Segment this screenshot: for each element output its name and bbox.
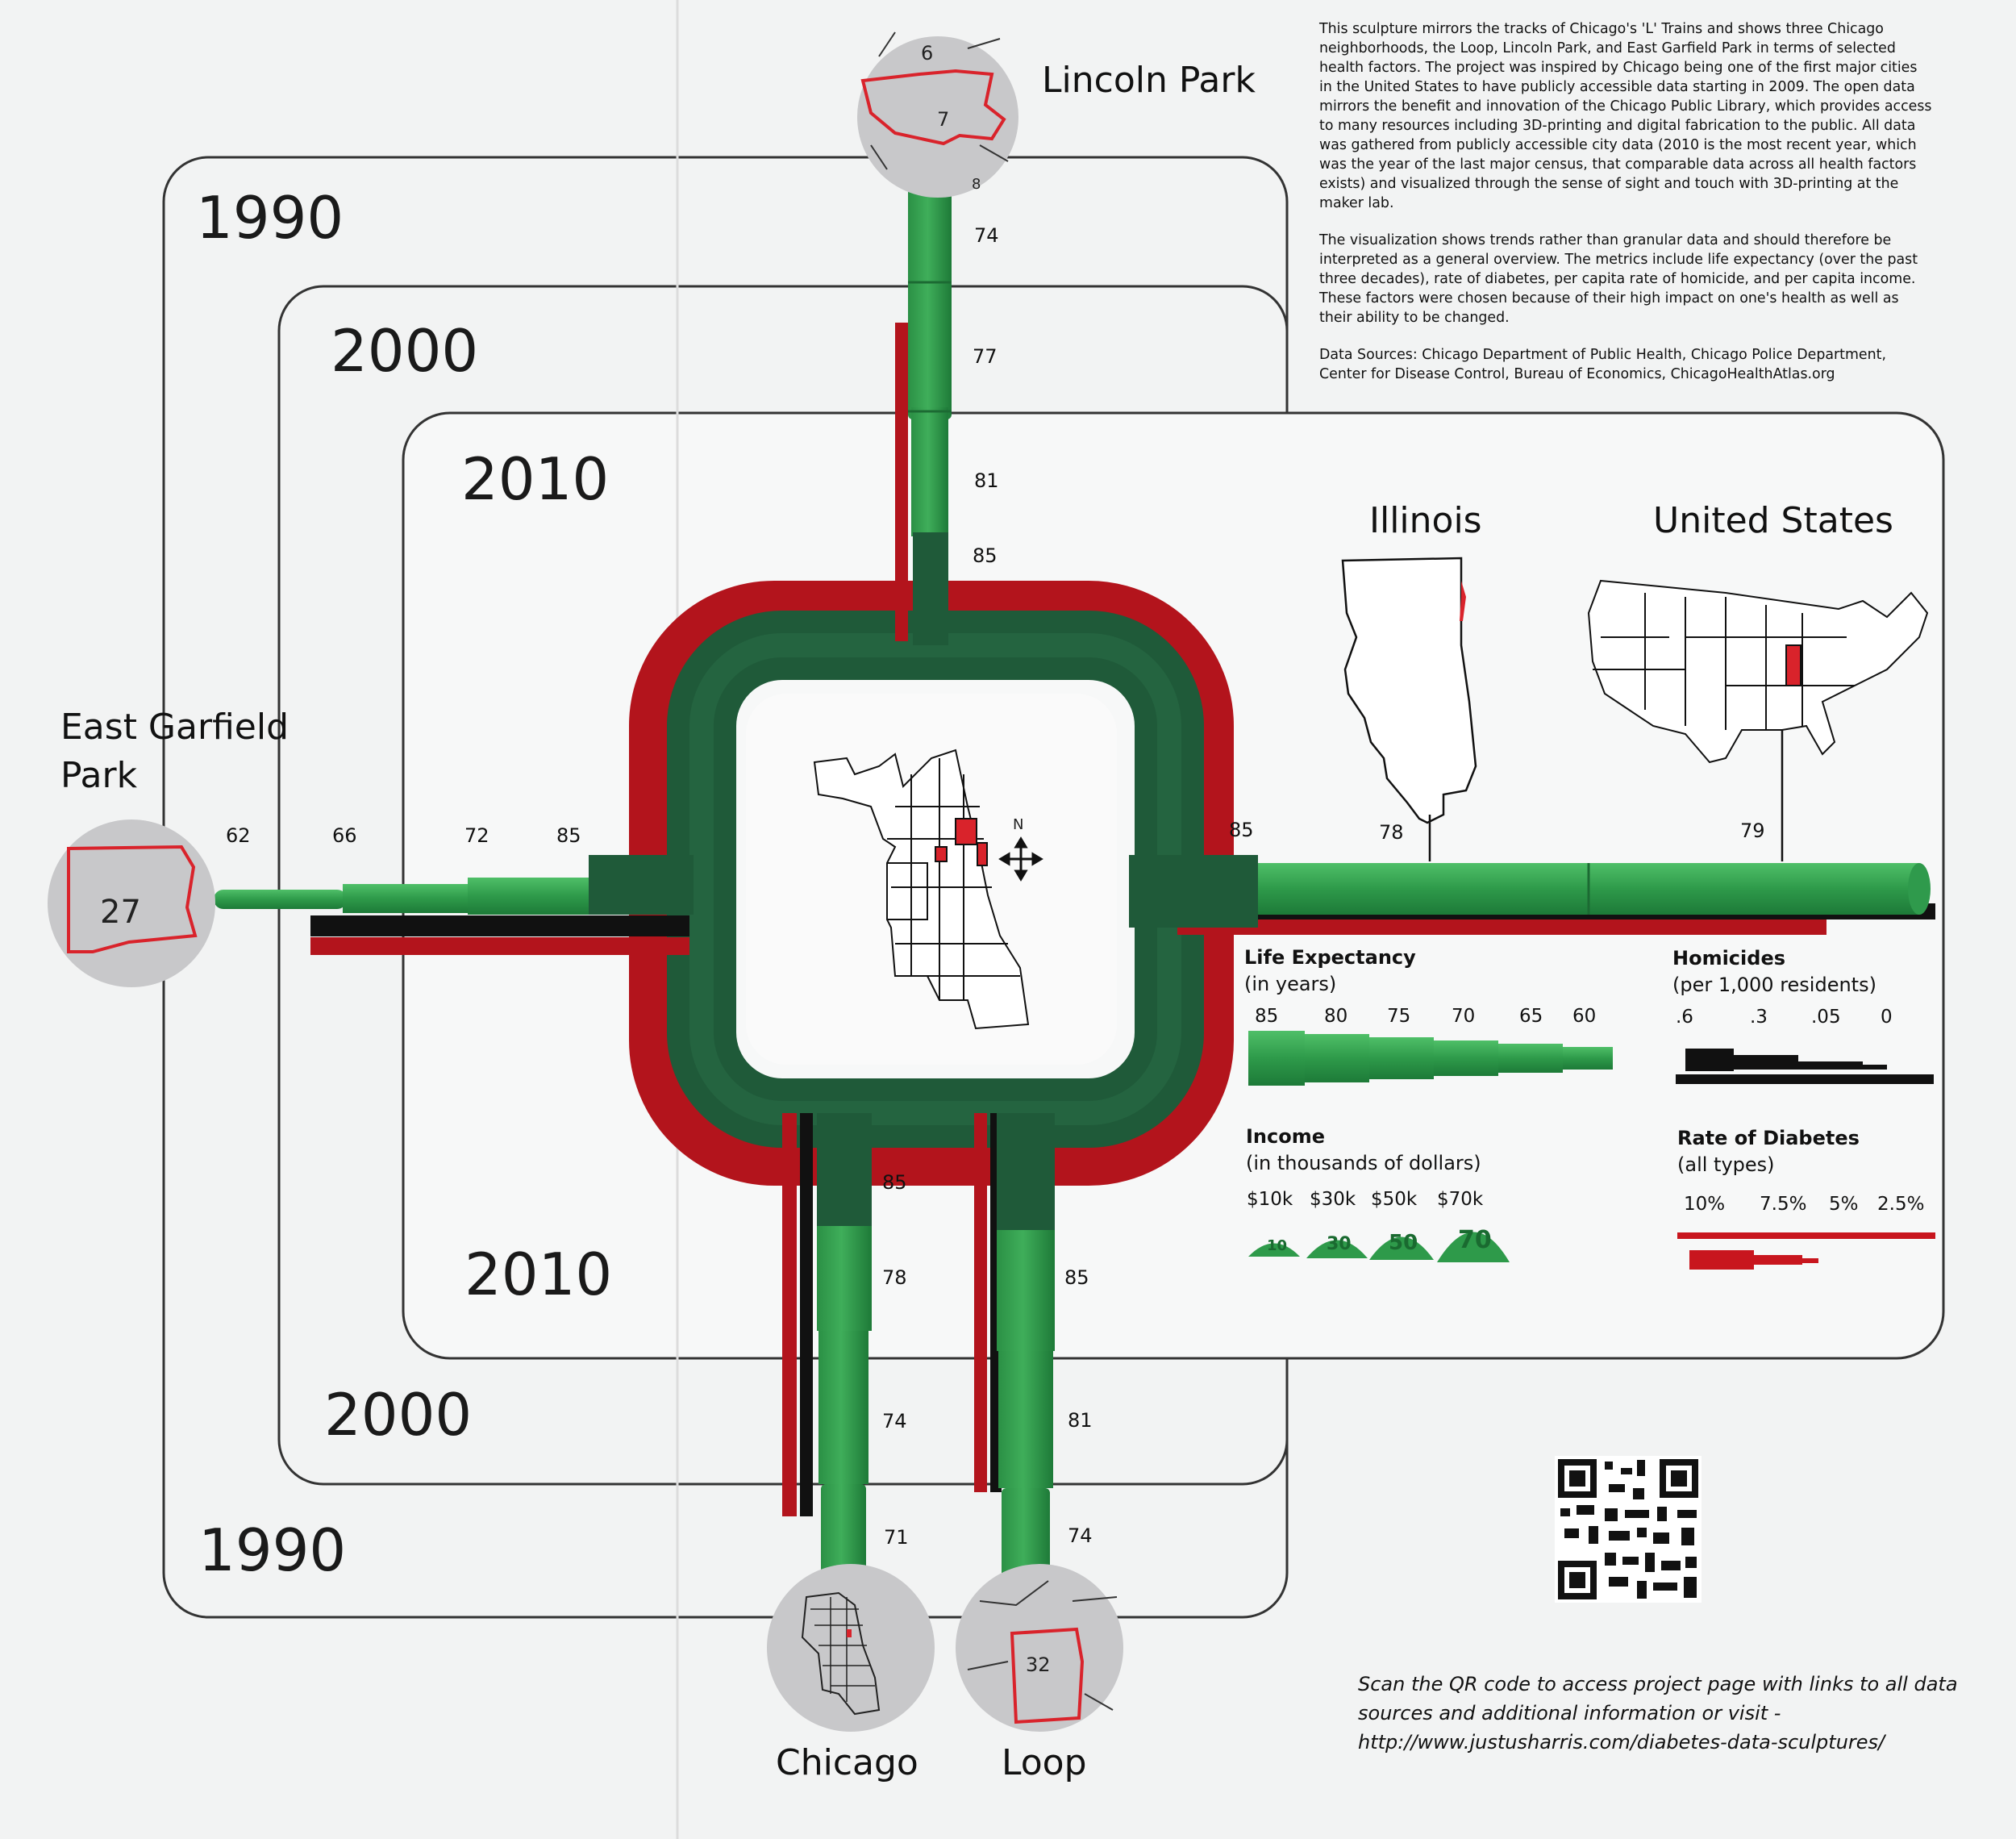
year-label-2010-bottom: 2010 xyxy=(464,1241,613,1308)
qr-code[interactable] xyxy=(1555,1456,1702,1603)
income-block-label: 70 xyxy=(1458,1226,1492,1254)
legend-diabetes-tick: 10% xyxy=(1684,1194,1726,1215)
tick-garfield-1990: 62 xyxy=(226,824,251,847)
project-url-link[interactable]: http://www.justusharris.com/diabetes-dat… xyxy=(1358,1731,1885,1754)
legend-life-expectancy-subtitle: (in years) xyxy=(1244,973,1337,995)
chicago-track xyxy=(782,1113,872,1605)
legend-homicides-tick: 0 xyxy=(1881,1007,1893,1028)
legend-life-tick: 85 xyxy=(1255,1006,1279,1027)
description-paragraph-2: The visualization shows trends rather th… xyxy=(1319,232,1918,326)
year-label-2010-top: 2010 xyxy=(461,445,610,513)
data-sources: Data Sources: Chicago Department of Publ… xyxy=(1319,347,1887,382)
legend-diabetes-tick: 5% xyxy=(1829,1194,1859,1215)
place-label-chicago: Chicago xyxy=(776,1742,918,1783)
year-label-1990-bottom: 1990 xyxy=(198,1516,347,1584)
tick-illinois: 78 xyxy=(1379,821,1404,844)
homicides-legend-bars xyxy=(1676,1049,1934,1084)
tick-garfield-center: 85 xyxy=(556,824,581,847)
legend-diabetes-subtitle: (all types) xyxy=(1677,1153,1775,1176)
description-paragraph-1: This sculpture mirrors the tracks of Chi… xyxy=(1319,21,1932,211)
east-garfield-map-number: 27 xyxy=(100,894,141,931)
income-legend-blocks xyxy=(1248,1232,1510,1262)
diabetes-legend-bars xyxy=(1677,1232,1935,1270)
legend-diabetes-tick: 2.5% xyxy=(1877,1194,1925,1215)
income-block-label: 50 xyxy=(1389,1231,1418,1255)
loop-medallion xyxy=(956,1564,1123,1732)
illinois-map xyxy=(1341,557,1477,861)
lincoln-park-medallion xyxy=(857,31,1018,198)
tick-lincoln-1990: 74 xyxy=(974,224,999,247)
legend-life-expectancy-title: Life Expectancy xyxy=(1244,946,1416,969)
place-label-united-states: United States xyxy=(1653,500,1893,541)
tick-united-states: 79 xyxy=(1740,819,1765,842)
lincoln-park-track xyxy=(895,161,952,645)
legend-diabetes-title: Rate of Diabetes xyxy=(1677,1127,1860,1149)
compass-rose xyxy=(998,836,1043,882)
place-label-loop: Loop xyxy=(1002,1742,1087,1783)
legend-life-tick: 65 xyxy=(1519,1006,1543,1027)
tick-lincoln-2010: 81 xyxy=(974,469,999,492)
east-garfield-track xyxy=(214,855,694,955)
united-states-map xyxy=(1587,579,1929,861)
legend-life-tick: 60 xyxy=(1572,1006,1597,1027)
tick-chicago-2000: 74 xyxy=(882,1410,907,1432)
legend-homicides-tick: .05 xyxy=(1811,1007,1841,1028)
legend-income-tick: $70k xyxy=(1437,1189,1484,1210)
compass-north-label: N xyxy=(1013,816,1024,833)
tick-lincoln-center: 85 xyxy=(973,544,998,567)
year-label-1990-top: 1990 xyxy=(196,184,344,252)
place-label-illinois: Illinois xyxy=(1369,500,1482,541)
legend-diabetes-tick: 7.5% xyxy=(1760,1194,1807,1215)
legend-income-tick: $10k xyxy=(1247,1189,1293,1210)
life-expectancy-legend-bars xyxy=(1248,1031,1613,1086)
chicago-medallion xyxy=(767,1564,935,1732)
tick-garfield-2010: 72 xyxy=(464,824,489,847)
east-track xyxy=(1129,855,1935,935)
place-label-east-garfield-1: East Garfield xyxy=(60,707,289,748)
legend-homicides-subtitle: (per 1,000 residents) xyxy=(1672,974,1876,996)
legend-homicides-title: Homicides xyxy=(1672,947,1786,970)
tick-loop-1990: 74 xyxy=(1068,1524,1093,1547)
loop-track xyxy=(974,1113,1055,1617)
legend-homicides-tick: .6 xyxy=(1676,1007,1693,1028)
chicago-community-map xyxy=(813,749,1030,1030)
place-label-lincoln-park: Lincoln Park xyxy=(1042,60,1256,101)
loop-map-number: 32 xyxy=(1026,1653,1051,1676)
income-block-label: 10 xyxy=(1267,1237,1288,1254)
east-garfield-medallion xyxy=(48,819,215,987)
tick-lincoln-2000: 77 xyxy=(973,345,998,368)
description-panel: This sculpture mirrors the tracks of Chi… xyxy=(1319,19,1932,402)
legend-life-tick: 75 xyxy=(1387,1006,1411,1027)
legend-life-tick: 70 xyxy=(1452,1006,1476,1027)
income-block-label: 30 xyxy=(1327,1234,1352,1254)
legend-life-tick: 80 xyxy=(1324,1006,1348,1027)
tick-chicago-center: 85 xyxy=(882,1171,907,1194)
qr-caption-line-1: Scan the QR code to access project page … xyxy=(1358,1673,1958,1695)
tick-east-center: 85 xyxy=(1229,819,1254,841)
legend-income-title: Income xyxy=(1246,1125,1326,1148)
lincoln-park-map-number-top: 6 xyxy=(921,42,934,65)
tick-chicago-2010: 78 xyxy=(882,1266,907,1289)
tick-loop-2000: 81 xyxy=(1068,1409,1093,1432)
qr-caption-line-2: sources and additional information or vi… xyxy=(1358,1702,1781,1724)
qr-caption: Scan the QR code to access project page … xyxy=(1358,1670,1958,1757)
place-label-east-garfield-2: Park xyxy=(60,755,138,796)
legend-income-tick: $50k xyxy=(1371,1189,1418,1210)
year-label-2000-top: 2000 xyxy=(331,317,479,385)
tick-garfield-2000: 66 xyxy=(332,824,357,847)
lincoln-park-map-number: 7 xyxy=(937,108,950,131)
legend-homicides-tick: .3 xyxy=(1750,1007,1768,1028)
legend-income-subtitle: (in thousands of dollars) xyxy=(1246,1152,1481,1174)
tick-loop-2010: 85 xyxy=(1064,1266,1089,1289)
tick-chicago-1990: 71 xyxy=(884,1526,909,1549)
lincoln-park-map-number-bottom: 8 xyxy=(972,176,981,193)
year-label-2000-bottom: 2000 xyxy=(324,1381,473,1449)
legend-income-tick: $30k xyxy=(1310,1189,1356,1210)
